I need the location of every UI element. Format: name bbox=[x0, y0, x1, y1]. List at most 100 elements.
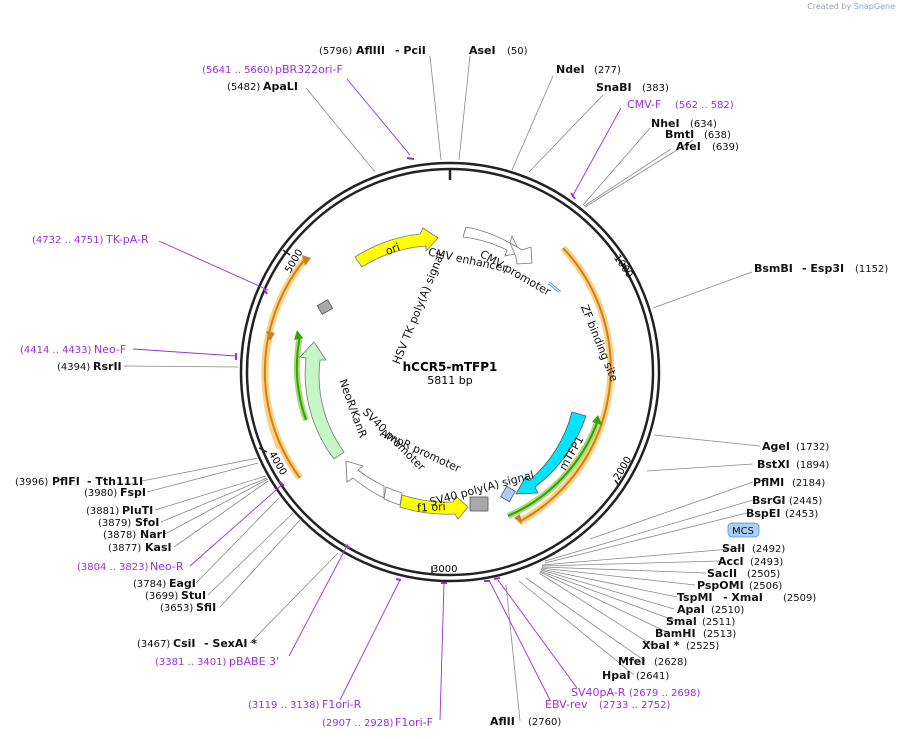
site-csiI: CsiI bbox=[173, 637, 195, 650]
sv40-promoter-feature bbox=[345, 460, 385, 499]
site-sacII: SacII bbox=[707, 567, 737, 580]
ori-feature bbox=[354, 227, 439, 268]
site-afeI: AfeI bbox=[676, 140, 701, 153]
site-tth111I: - Tth111I bbox=[87, 475, 143, 488]
tick-marks bbox=[258, 249, 629, 575]
site-pos-ageI: (1732) bbox=[796, 442, 829, 453]
site-bmtI: BmtI bbox=[665, 128, 694, 141]
site-pos-salI: (2492) bbox=[752, 544, 785, 555]
primer-neor: Neo-R bbox=[150, 560, 184, 573]
site-bspEI: BspEI bbox=[746, 507, 780, 520]
primer-range-sv40pa: (2679 .. 2698) bbox=[629, 688, 701, 699]
site-pos-nheI: (634) bbox=[690, 119, 717, 130]
site-pspOMI: PspOMI bbox=[697, 579, 744, 592]
site-pos-xbaI: (2525) bbox=[686, 641, 719, 652]
primer-range-neof: (4414 .. 4433) bbox=[20, 345, 92, 356]
site-pos-bsmBI: (1152) bbox=[855, 264, 888, 275]
orf-arrows bbox=[261, 245, 615, 526]
site-pos-bstXI: (1894) bbox=[796, 460, 829, 471]
mtfp1-feature bbox=[515, 411, 587, 495]
site-pos-apaLI: (5482) bbox=[227, 82, 260, 93]
hsvtk-label: HSV TK poly(A) signal bbox=[390, 251, 447, 366]
tick-3000: 3000 bbox=[432, 564, 457, 575]
site-bstXI: BstXI bbox=[757, 458, 790, 471]
primer-leaders bbox=[132, 78, 622, 721]
site-pos-bspEI: (2453) bbox=[785, 509, 818, 520]
neo-label: NeoR/KanR bbox=[336, 377, 369, 440]
cmv-enhancer-feature bbox=[462, 226, 521, 257]
ebv-feature bbox=[469, 496, 489, 512]
site-ndeI: NdeI bbox=[556, 63, 585, 76]
backbone-outer bbox=[239, 161, 661, 583]
primer-sv40pa: SV40pA-R bbox=[571, 686, 626, 699]
primer-range-tkpa: (4732 .. 4751) bbox=[32, 235, 104, 246]
cmv-promoter-feature bbox=[509, 242, 533, 265]
primer-labels: (5641 .. 5660) pBR322ori-F CMV-F (562 ..… bbox=[20, 63, 734, 729]
site-esp3I: - Esp3I bbox=[802, 262, 844, 275]
primer-neof: Neo-F bbox=[94, 343, 126, 356]
f1ori-feature bbox=[399, 494, 469, 520]
site-pos-afeI: (639) bbox=[712, 142, 739, 153]
site-pos-rsrII: (4394) bbox=[57, 362, 90, 373]
site-pos-apaI: (2510) bbox=[711, 605, 744, 616]
site-pos-pflFI: (3996) bbox=[15, 477, 48, 488]
ampr-promoter-feature bbox=[383, 486, 403, 506]
site-kasI: KasI bbox=[145, 541, 172, 554]
primer-tkpa: TK-pA-R bbox=[105, 233, 149, 246]
primer-range-neor: (3804 .. 3823) bbox=[77, 562, 149, 573]
primer-markers bbox=[235, 157, 576, 584]
site-pos-mfeI: (2628) bbox=[654, 657, 687, 668]
site-sexAI: - SexAI * bbox=[204, 637, 257, 650]
primer-f1f: F1ori-F bbox=[395, 716, 433, 729]
site-pos-snaBI: (383) bbox=[642, 83, 669, 94]
site-pos-pluTI: (3881) bbox=[86, 506, 119, 517]
site-bsrGI: BsrGI bbox=[752, 494, 785, 507]
primer-range-pbr322: (5641 .. 5660) bbox=[202, 65, 274, 76]
site-pos-bsrGI: (2445) bbox=[789, 496, 822, 507]
site-sfoI: SfoI bbox=[135, 516, 159, 529]
primer-pbabe: pBABE 3' bbox=[229, 655, 279, 668]
site-pos-kasI: (3877) bbox=[108, 543, 141, 554]
primer-range-f1f: (2907 .. 2928) bbox=[322, 718, 394, 729]
site-aflII: AflII bbox=[490, 715, 515, 728]
site-mfeI: MfeI bbox=[618, 655, 645, 668]
site-pos-aflIII: (5796) bbox=[319, 46, 352, 57]
site-eagI: EagI bbox=[169, 577, 196, 590]
sv40pa-feature bbox=[500, 485, 516, 503]
site-pos-csiI: (3467) bbox=[137, 639, 170, 650]
primer-f1r: F1ori-R bbox=[322, 698, 362, 711]
site-pciI: - PciI bbox=[395, 44, 426, 57]
site-aflIII: AflIII bbox=[356, 44, 385, 57]
primer-range-f1r: (3119 .. 3138) bbox=[248, 700, 320, 711]
site-tspMI: TspMI bbox=[677, 591, 713, 604]
site-stuI: StuI bbox=[181, 589, 206, 602]
hsvtk-feature bbox=[316, 299, 334, 315]
mcs-label: MCS bbox=[732, 526, 754, 537]
site-pluTI: PluTI bbox=[122, 504, 153, 517]
site-accI: AccI bbox=[718, 555, 744, 568]
neo-feature bbox=[299, 341, 345, 460]
snapgene-credit: Created by SnapGene bbox=[807, 2, 895, 11]
site-pos-fspI: (3980) bbox=[84, 488, 117, 499]
ori-label: ori bbox=[384, 241, 402, 258]
site-pos-pspOMI: (2506) bbox=[749, 581, 782, 592]
site-pos-sacII: (2505) bbox=[747, 569, 780, 580]
site-leaders bbox=[123, 55, 761, 722]
primer-ebv: EBV-rev bbox=[545, 698, 588, 711]
site-sfiI: SfiI bbox=[196, 601, 216, 614]
site-snaBI: SnaBI bbox=[596, 81, 632, 94]
site-hpaI: HpaI bbox=[602, 669, 631, 682]
site-narI: NarI bbox=[140, 528, 166, 541]
site-pos-stuI: (3699) bbox=[145, 591, 178, 602]
site-pos-eagI: (3784) bbox=[133, 579, 166, 590]
site-apaI: ApaI bbox=[677, 603, 705, 616]
primer-range-cmvf: (562 .. 582) bbox=[675, 100, 734, 111]
site-pos-smaI: (2511) bbox=[702, 617, 735, 628]
site-pos-narI: (3878) bbox=[103, 530, 136, 541]
site-bsmBI: BsmBI bbox=[754, 262, 793, 275]
primer-range-ebv: (2733 .. 2752) bbox=[599, 700, 671, 711]
site-ageI: AgeI bbox=[762, 440, 790, 453]
site-xbaI: XbaI * bbox=[642, 639, 680, 652]
snapgene-logo: SnapGene bbox=[853, 2, 895, 11]
